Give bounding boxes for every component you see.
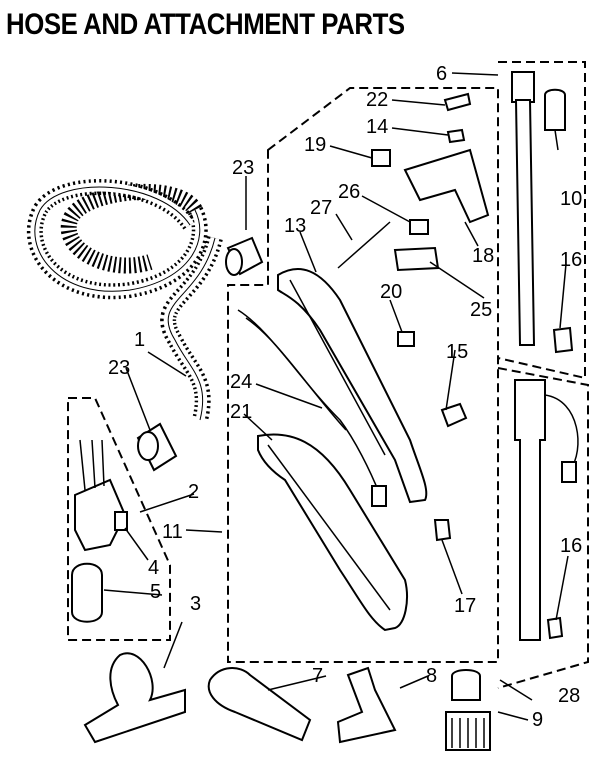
callout-26: 26 [338, 181, 360, 203]
callout-19: 19 [304, 134, 326, 156]
callout-2: 2 [188, 481, 199, 503]
upholstery-tool [336, 666, 397, 744]
callout-labels: 6 22 14 19 23 26 10 27 13 18 16 20 25 1 … [108, 63, 582, 731]
floor-tool [83, 652, 186, 744]
callout-23-top: 23 [232, 157, 254, 179]
hose-cuff-upper [225, 236, 264, 276]
callout-23-bottom: 23 [108, 357, 130, 379]
callout-24: 24 [230, 371, 252, 393]
callout-25: 25 [470, 299, 492, 321]
callout-6: 6 [436, 63, 447, 85]
callout-20: 20 [380, 281, 402, 303]
hose-cuff-lower [136, 422, 178, 472]
callout-10: 10 [560, 188, 582, 210]
callout-17: 17 [454, 595, 476, 617]
upper-wand [511, 71, 574, 354]
lower-wand-box [497, 367, 589, 689]
callout-5: 5 [150, 581, 161, 603]
dusting-brush [445, 669, 491, 751]
callout-18: 18 [472, 245, 494, 267]
crevice-tool [207, 667, 312, 742]
handle-group-box [227, 87, 499, 663]
callout-16-upper: 16 [560, 249, 582, 271]
callout-16-lower: 16 [560, 535, 582, 557]
callout-7: 7 [312, 665, 323, 687]
callout-3: 3 [190, 593, 201, 615]
lower-wand [514, 379, 579, 641]
callout-8: 8 [426, 665, 437, 687]
swivel-parts [71, 439, 128, 623]
hose [27, 179, 223, 422]
small-handle-parts [337, 92, 490, 542]
callout-28: 28 [558, 685, 580, 707]
callout-22: 22 [366, 89, 388, 111]
upper-wand-box [497, 61, 586, 380]
page-title: HOSE AND ATTACHMENT PARTS [6, 8, 405, 41]
callout-14: 14 [366, 116, 388, 138]
callout-1: 1 [134, 329, 145, 351]
callout-27: 27 [310, 197, 332, 219]
callout-9: 9 [532, 709, 543, 731]
leader-lines [103, 72, 569, 721]
callout-11: 11 [162, 521, 183, 543]
swivel-box [67, 397, 171, 641]
callout-15: 15 [446, 341, 468, 363]
callout-13: 13 [284, 215, 306, 237]
callout-21: 21 [230, 401, 252, 423]
handle-assembly [237, 268, 428, 632]
callout-4: 4 [148, 557, 159, 579]
